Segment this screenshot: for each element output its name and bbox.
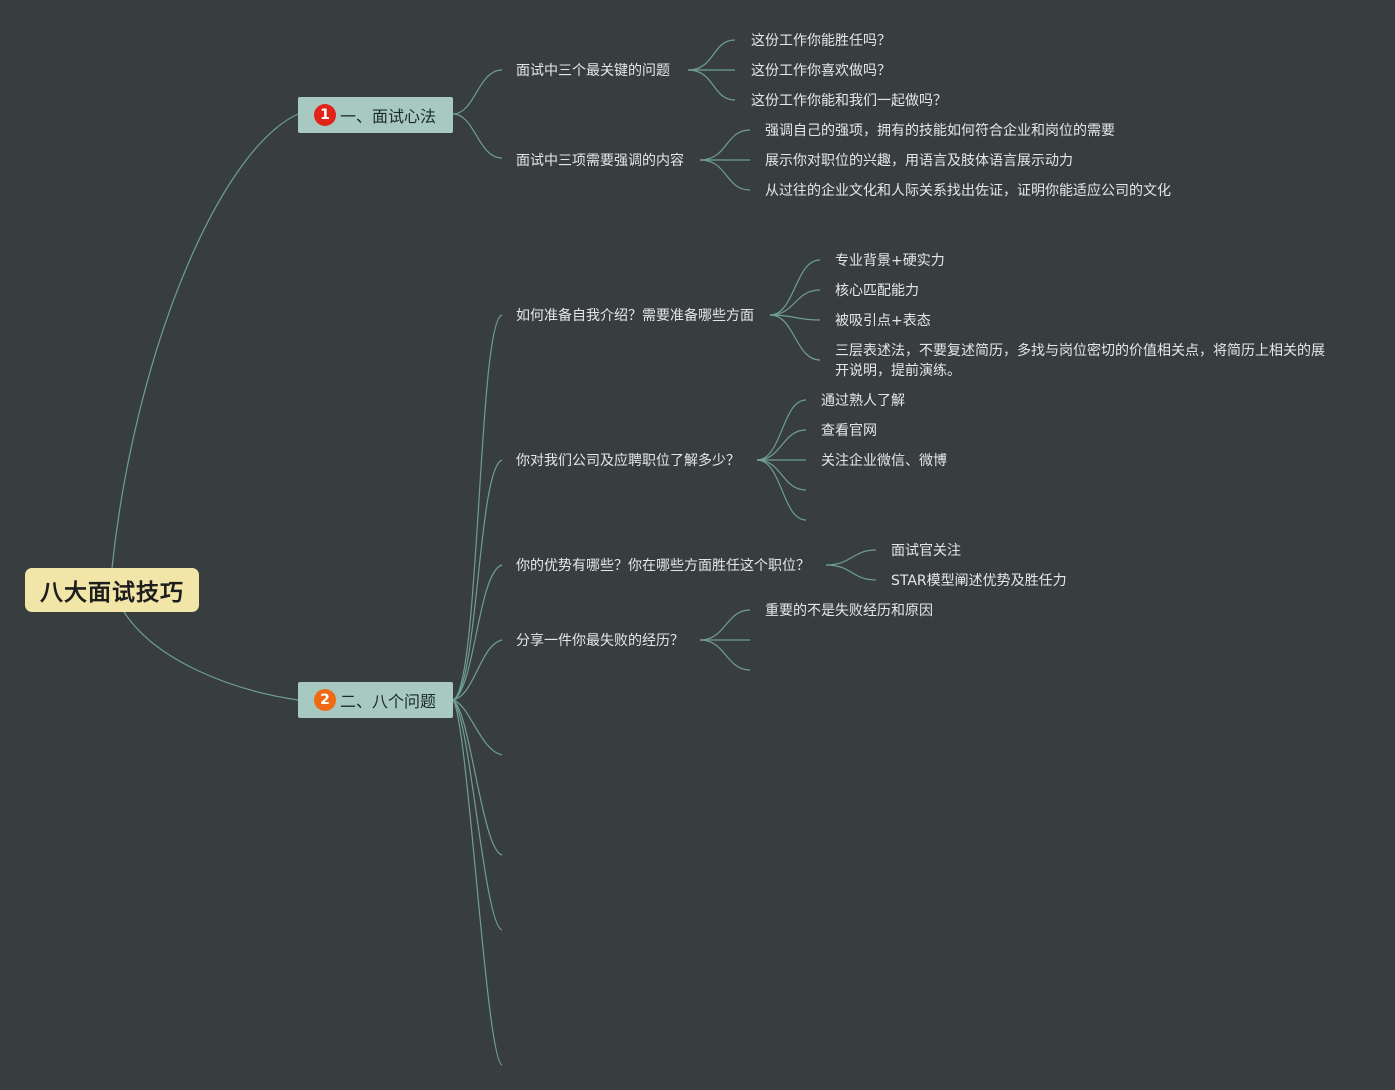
link-q1-c4 (769, 314, 821, 361)
leaf-topic[interactable]: 三层表述法，不要复述简历，多找与岗位密切的价值相关点，将简历上相关的展开说明，提… (835, 343, 1325, 379)
leaf-topic[interactable]: STAR模型阐述优势及胜任力 (891, 573, 1067, 589)
link-q4-c1 (699, 609, 751, 641)
main-topic-2-label: 二、八个问题 (340, 692, 437, 711)
leaf-topic[interactable]: 强调自己的强项，拥有的技能如何符合企业和岗位的需要 (765, 123, 1115, 139)
link-main2-q6 (452, 699, 503, 856)
link-main2-q7 (452, 699, 503, 931)
link-main2-q8 (452, 699, 503, 1066)
link-sub2-c1 (699, 129, 751, 161)
link-q3-c2 (825, 564, 877, 581)
leaf-topic[interactable]: 这份工作你能胜任吗？ (751, 33, 891, 49)
question-company-knowledge[interactable]: 你对我们公司及应聘职位了解多少？ (516, 453, 740, 469)
leaf-topic[interactable]: 面试官关注 (891, 543, 961, 559)
link-main1-sub2 (452, 113, 503, 159)
link-q2-c1 (756, 399, 807, 461)
link-sub2-c3 (699, 159, 751, 191)
link-q2-c2 (756, 429, 807, 461)
link-q3-c1 (825, 549, 877, 566)
leaf-topic[interactable]: 这份工作你能和我们一起做吗？ (751, 93, 947, 109)
question-strengths[interactable]: 你的优势有哪些？你在哪些方面胜任这个职位？ (516, 558, 810, 574)
link-q2-c5 (756, 459, 807, 521)
link-main2-q3 (452, 564, 503, 701)
main-topic-2[interactable]: 2 二、八个问题 (298, 682, 453, 718)
priority-1-badge: 1 (314, 104, 336, 126)
link-main2-q2 (452, 459, 503, 701)
link-main2-q4 (452, 639, 503, 701)
link-q1-c2 (769, 289, 821, 316)
link-q4-c3 (699, 639, 751, 671)
link-main2-q5 (452, 699, 503, 756)
priority-2-badge: 2 (314, 689, 336, 711)
link-main2-q1 (452, 314, 503, 701)
question-failure[interactable]: 分享一件你最失败的经历？ (516, 633, 684, 649)
link-main1-sub1 (452, 69, 503, 115)
link-root-main2 (123, 611, 299, 701)
leaf-topic[interactable]: 查看官网 (821, 423, 877, 439)
subtopic-key-questions[interactable]: 面试中三个最关键的问题 (516, 63, 670, 79)
link-root-main1 (111, 113, 299, 569)
leaf-topic[interactable]: 关注企业微信、微博 (821, 453, 947, 469)
link-q2-c4 (756, 459, 807, 491)
leaf-topic[interactable]: 核心匹配能力 (835, 283, 919, 299)
leaf-topic[interactable]: 展示你对职位的兴趣，用语言及肢体语言展示动力 (765, 153, 1073, 169)
link-q1-c3 (769, 314, 821, 321)
link-q1-c1 (769, 259, 821, 316)
subtopic-emphasis[interactable]: 面试中三项需要强调的内容 (516, 153, 684, 169)
root-topic[interactable]: 八大面试技巧 (25, 568, 199, 612)
leaf-topic[interactable]: 从过往的企业文化和人际关系找出佐证，证明你能适应公司的文化 (765, 183, 1171, 199)
leaf-topic[interactable]: 通过熟人了解 (821, 393, 905, 409)
leaf-topic[interactable]: 专业背景+硬实力 (835, 253, 945, 269)
question-self-intro[interactable]: 如何准备自我介绍？需要准备哪些方面 (516, 308, 754, 324)
link-sub1-c3 (687, 69, 736, 101)
main-topic-1[interactable]: 1 一、面试心法 (298, 97, 453, 133)
leaf-topic[interactable]: 重要的不是失败经历和原因 (765, 603, 933, 619)
leaf-topic[interactable]: 被吸引点+表态 (835, 313, 931, 329)
leaf-topic[interactable]: 这份工作你喜欢做吗？ (751, 63, 891, 79)
link-sub1-c1 (687, 39, 736, 71)
main-topic-1-label: 一、面试心法 (340, 107, 437, 126)
